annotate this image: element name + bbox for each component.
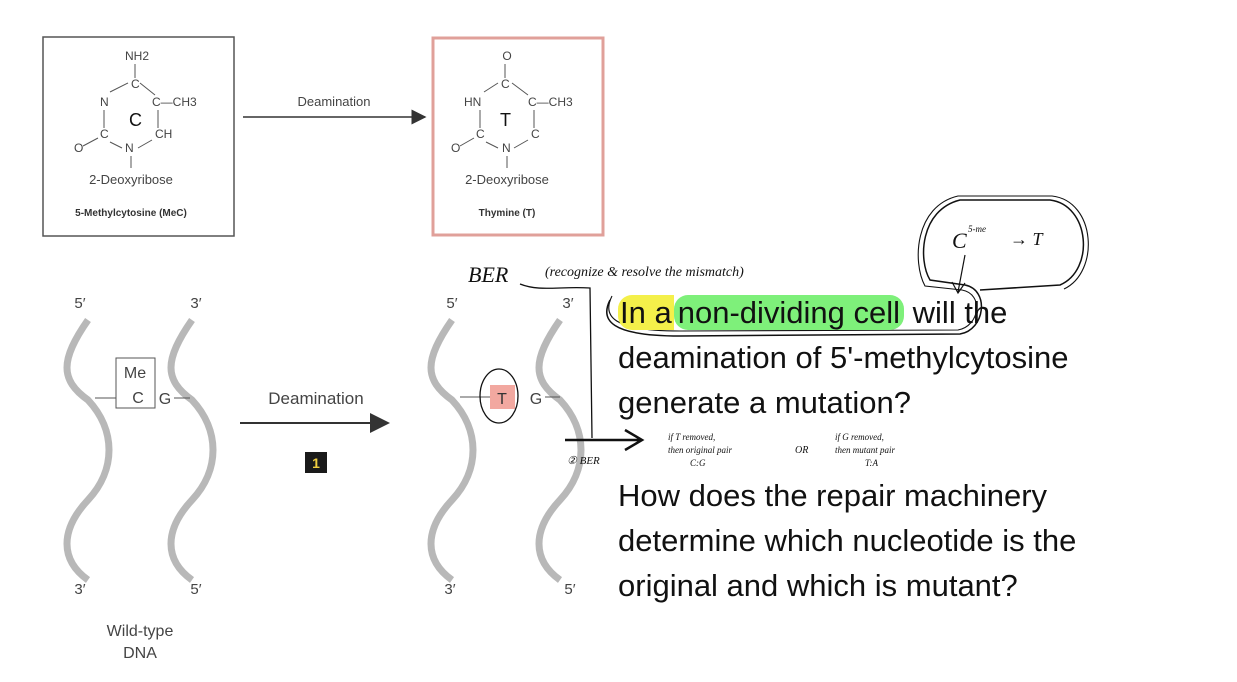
c5me-note: C (952, 228, 967, 253)
ring-c: C (501, 77, 510, 91)
highlight-green: non-dividing cell (673, 295, 905, 330)
me-label: Me (124, 365, 146, 382)
hand-loop (606, 199, 1085, 337)
g-base: G (530, 391, 542, 408)
mutant-base-highlight (490, 385, 515, 409)
question-1-rest: will the (912, 295, 1008, 330)
option1: if T removed, (668, 432, 715, 442)
label-3prime-bottom: 3′ (74, 581, 85, 598)
thymine-structure: O C HN C—CH3 T C C O N 2-Deoxyribose Thy… (431, 36, 605, 237)
me-c-base: C (132, 390, 144, 407)
svg-text:C: C (531, 127, 540, 141)
label-5prime-bottom: 5′ (190, 581, 201, 598)
step-badge-number: 1 (312, 455, 320, 471)
strand-right (535, 317, 585, 583)
question-2-line-1: How does the repair machinery (618, 478, 1048, 513)
label-3prime: 3′ (562, 295, 573, 312)
svg-text:C: C (476, 127, 485, 141)
ring-n: N (100, 95, 109, 109)
ring-o-t: O (451, 141, 460, 155)
svg-text:N: N (502, 141, 511, 155)
methyl-group: C—CH3 (152, 95, 197, 109)
hand-circle-t (479, 368, 519, 424)
sugar-label-t: 2-Deoxyribose (465, 172, 549, 187)
methylcytosine-caption: 5-Methylcytosine (MeC) (75, 208, 187, 219)
question-2-line-2: determine which nucleotide is the (618, 523, 1077, 558)
strand-left (63, 317, 113, 583)
thymine-caption: Thymine (T) (479, 208, 536, 219)
wild-type-caption: Wild-type (107, 623, 174, 640)
ring-hn: HN (464, 95, 481, 109)
step2-ber: ② BER (567, 455, 600, 467)
option2: if G removed, (835, 432, 884, 442)
option1: then original pair (668, 445, 732, 455)
or-label: OR (795, 445, 808, 456)
deamination-label-bottom: Deamination (268, 389, 363, 408)
g-base: G (159, 391, 171, 408)
deamination-label-top: Deamination (298, 94, 371, 109)
mutant-dna: 5′ 3′ 3′ 5′ T G (427, 295, 585, 598)
highlight-yellow: In a (618, 295, 674, 330)
svg-text:C: C (100, 127, 109, 141)
c5me-superscript: 5-me (968, 224, 986, 234)
base-letter-c: C (129, 110, 142, 130)
c5me-arrow: → T (1010, 229, 1045, 249)
question-1-line-3: generate a mutation? (618, 385, 911, 420)
wild-type-dna: 5′ 3′ 3′ 5′ Me C G Wild-type DNA (63, 295, 217, 662)
label-5prime: 5′ (446, 295, 457, 312)
question-1-line-2: deamination of 5'-methylcytosine (618, 340, 1069, 375)
sugar-label: 2-Deoxyribose (89, 172, 173, 187)
question-2-line-3: original and which is mutant? (618, 568, 1018, 603)
ber-description: (recognize & resolve the mismatch) (545, 265, 744, 280)
step-badge (305, 452, 327, 473)
strand-right (167, 317, 217, 583)
question-2: How does the repair machinery determine … (618, 473, 1076, 608)
dna-caption: DNA (123, 645, 157, 662)
amino-group: NH2 (125, 49, 149, 63)
strand-left (427, 317, 477, 583)
ber-note: BER (468, 262, 509, 287)
t-base: T (497, 391, 507, 408)
keto-o: O (502, 49, 511, 63)
base-letter-t: T (500, 110, 511, 130)
ring-o: O (74, 141, 83, 155)
label-5prime-bottom: 5′ (564, 581, 575, 598)
methylcytosine-structure: NH2 C N C—CH3 C CH C O N 2-Deoxyribose 5… (42, 36, 235, 237)
label-5prime: 5′ (74, 295, 85, 312)
svg-text:C: C (131, 77, 140, 91)
option1: C:G (690, 458, 706, 468)
label-3prime-bottom: 3′ (444, 581, 455, 598)
svg-text:N: N (125, 141, 134, 155)
option2: then mutant pair (835, 445, 895, 455)
ring-ch: CH (155, 127, 172, 141)
methyl-group-t: C—CH3 (528, 95, 573, 109)
option2: T:A (865, 458, 879, 468)
label-3prime: 3′ (190, 295, 201, 312)
